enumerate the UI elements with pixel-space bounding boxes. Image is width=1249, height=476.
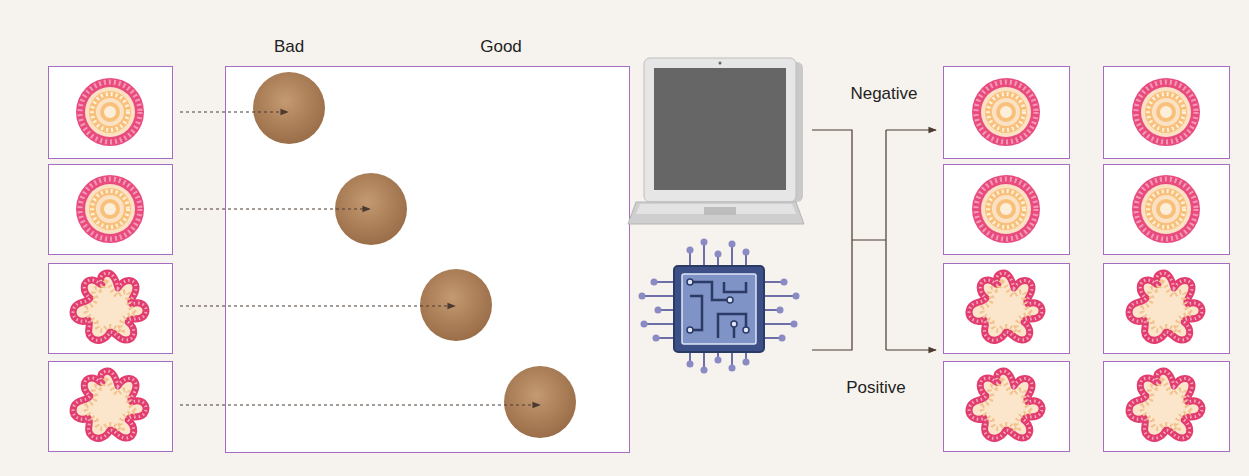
- text-label: Good: [480, 37, 522, 57]
- score-panel: [226, 67, 630, 453]
- laptop-icon: [628, 58, 804, 224]
- mapping-arrows: [180, 112, 540, 405]
- sample-frames: [49, 67, 173, 452]
- split-lines: [812, 130, 936, 350]
- text-label: Negative: [850, 84, 917, 104]
- text-label: Positive: [846, 378, 906, 398]
- chip-icon: [639, 239, 800, 374]
- result-frames: [944, 67, 1230, 452]
- text-label: Bad: [274, 37, 304, 57]
